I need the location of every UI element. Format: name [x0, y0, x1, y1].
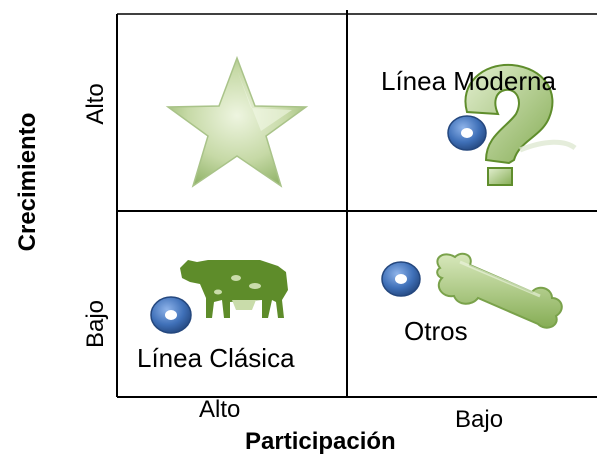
- bone-icon: [436, 252, 563, 329]
- matrix-grid: [116, 10, 597, 398]
- label-linea-moderna: Línea Moderna: [381, 66, 556, 96]
- label-linea-clasica: Línea Clásica: [137, 343, 295, 373]
- x-axis-title: Participación: [245, 428, 396, 455]
- x-tick-alto: Alto: [199, 396, 241, 423]
- question-mark-icon: [464, 63, 577, 186]
- y-tick-bajo: Bajo: [82, 299, 109, 349]
- x-tick-bajo: Bajo: [455, 406, 504, 433]
- cow-icon: [180, 260, 288, 318]
- star-icon: [165, 55, 309, 188]
- label-otros: Otros: [404, 316, 468, 346]
- ring-marker-bottom-right: [381, 261, 421, 297]
- y-axis-title: Crecimiento: [14, 112, 41, 252]
- ring-marker-top-right: [447, 115, 487, 151]
- y-tick-alto: Alto: [82, 83, 109, 125]
- ring-marker-bottom-left: [150, 296, 192, 334]
